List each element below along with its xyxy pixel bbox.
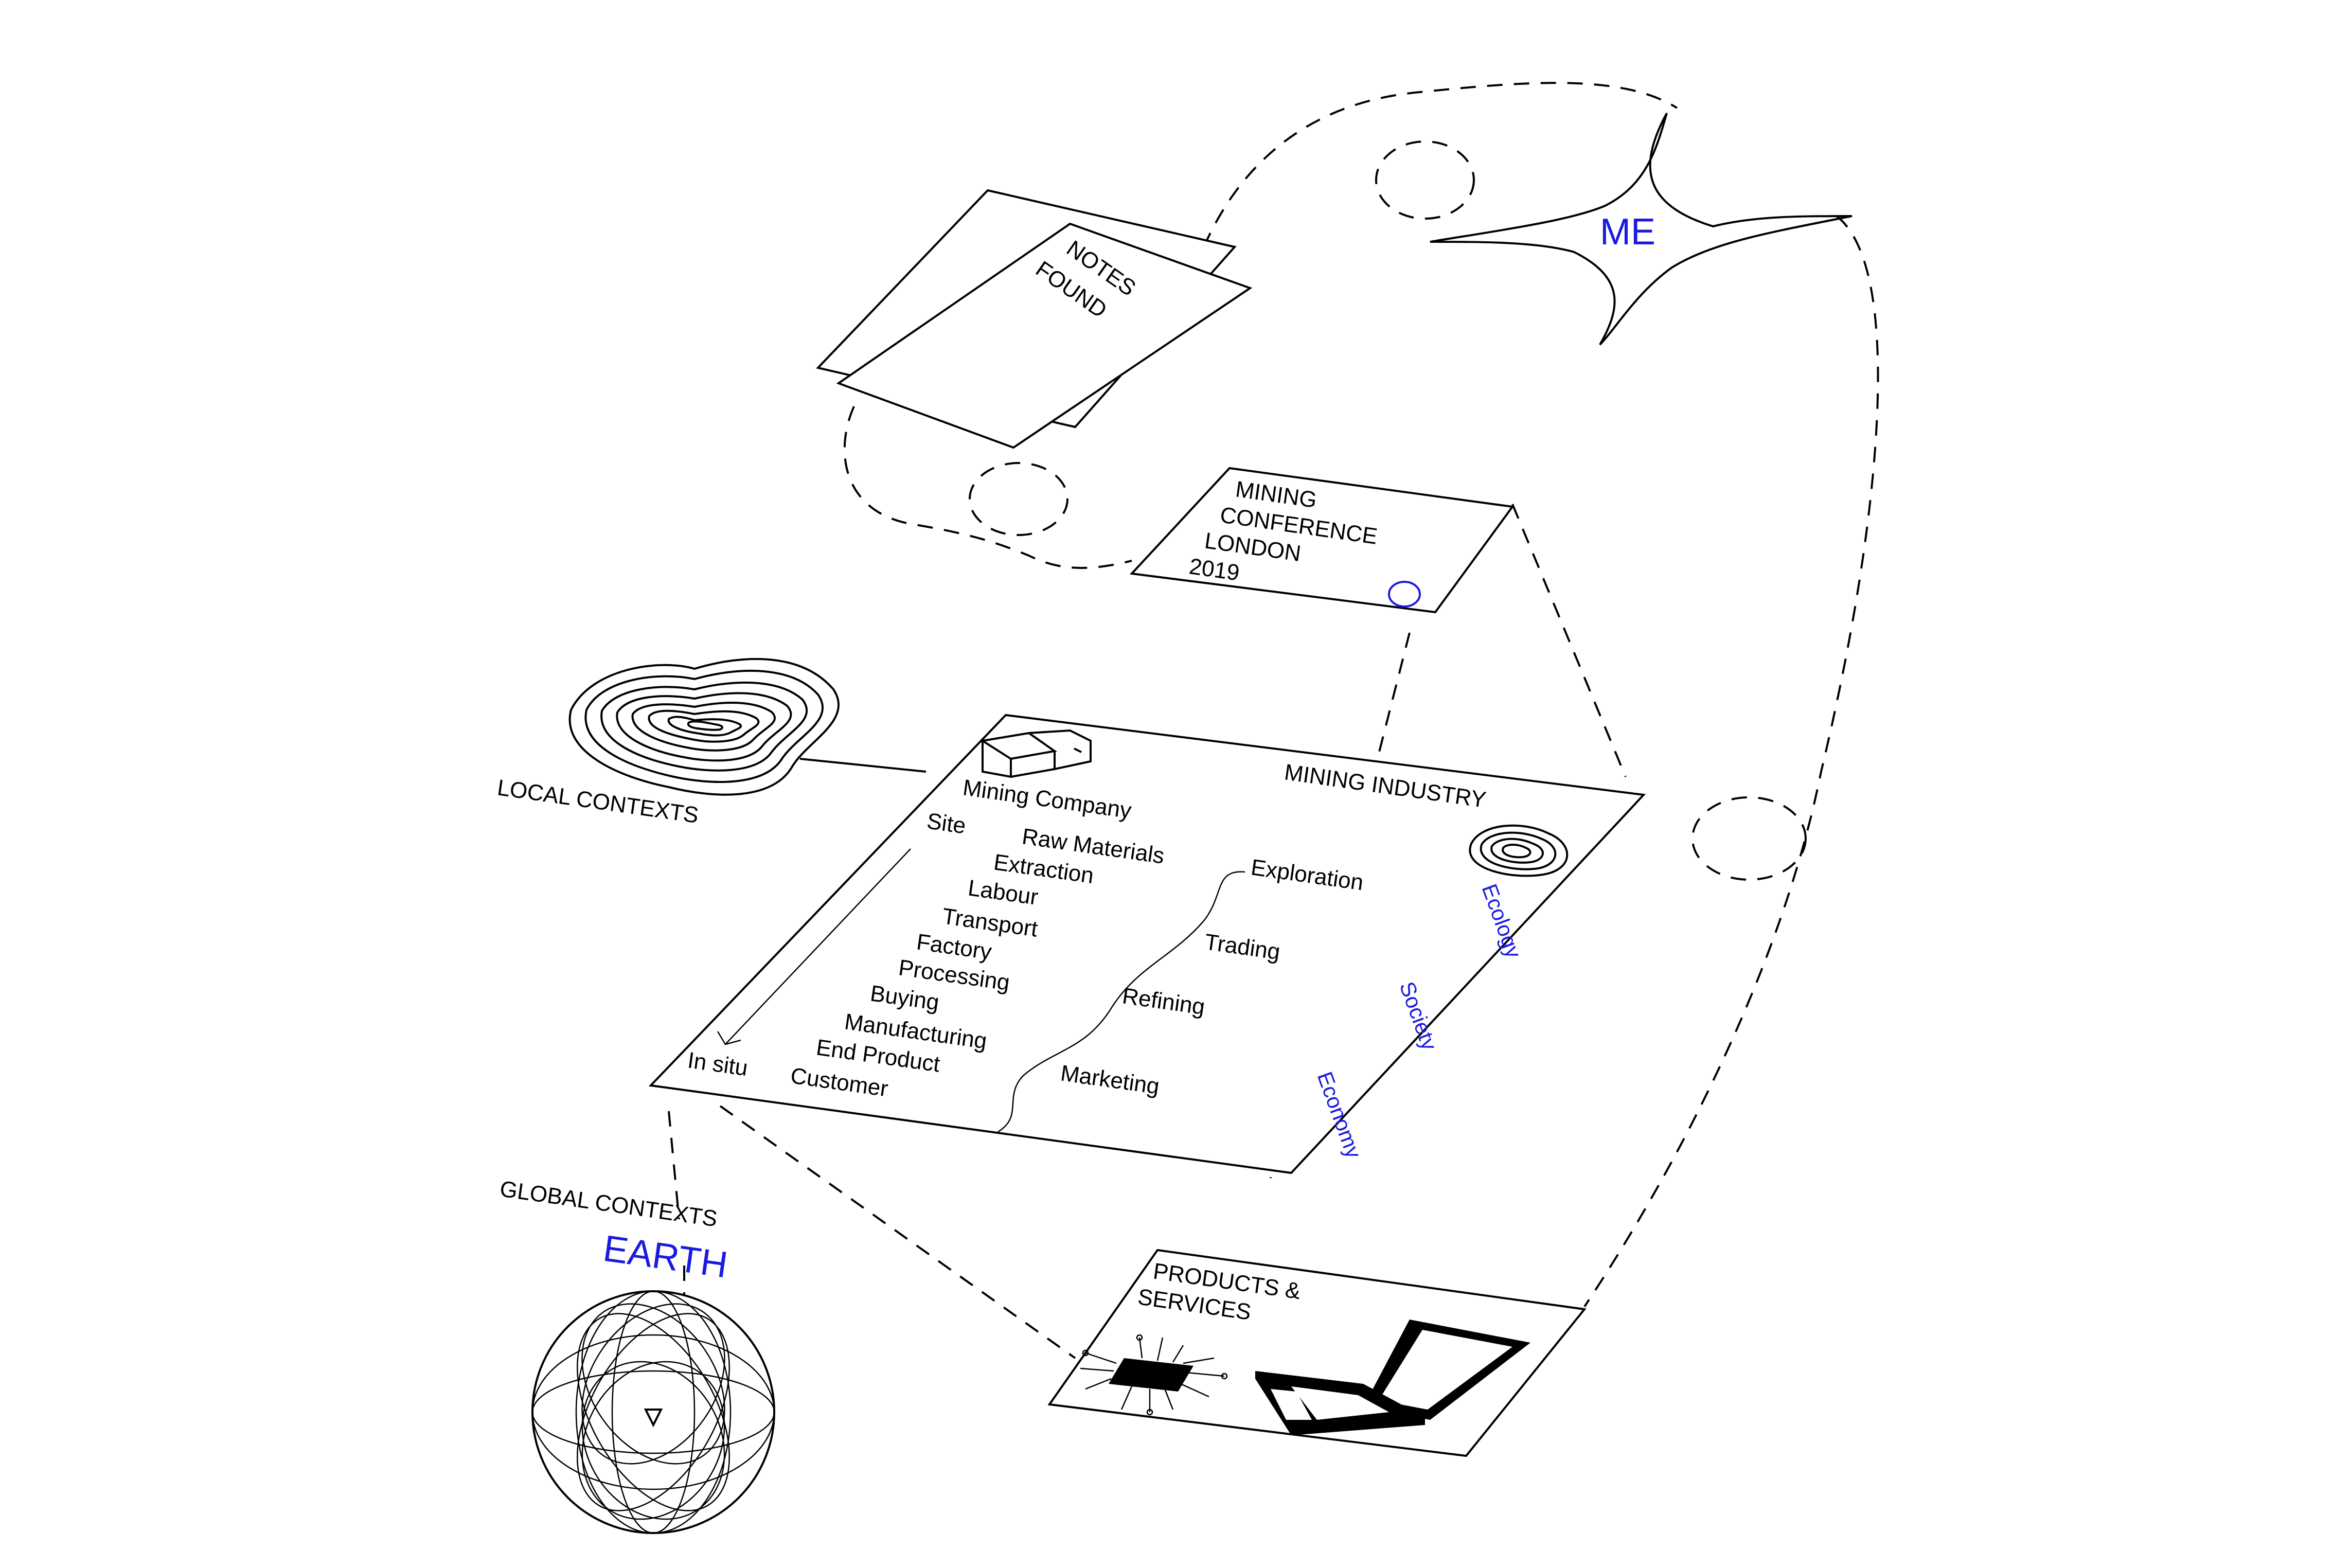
connector-conference-industry-2: [1511, 504, 1627, 777]
wavy-divider: [997, 871, 1245, 1133]
global-contexts-node: GLOBAL CONTEXTS EARTH: [498, 1176, 775, 1534]
chain-site: Site: [925, 808, 968, 839]
connector-me-right-loop: [1583, 215, 1879, 1308]
microchip-icon: [1080, 1334, 1228, 1416]
earth-label: EARTH: [601, 1228, 730, 1286]
arrow-head: [717, 1031, 741, 1045]
loop-circle-top: [1375, 140, 1475, 220]
connector-local-industry: [799, 758, 926, 773]
me-node: ME: [1430, 113, 1852, 346]
conference-node: MINING CONFERENCE LONDON 2019: [1129, 467, 1514, 614]
connector-notes-conference: [843, 406, 1132, 569]
document-icon: [836, 222, 1253, 449]
notes-found-node: NOTES FOUND: [816, 189, 1253, 449]
connector-notes-me: [1203, 82, 1678, 247]
loop-circle-left: [969, 462, 1068, 536]
mining-industry-node: MINING INDUSTRY Mining Company Site Raw …: [648, 714, 1646, 1174]
local-contexts-label: LOCAL CONTEXTS: [496, 775, 700, 828]
star-icon: [1430, 113, 1852, 346]
laptop-icon: [1255, 1320, 1530, 1435]
buildings-icon: [979, 729, 1092, 778]
connector-industry-globe: [668, 1111, 680, 1220]
contour-map-icon: [568, 657, 840, 796]
loop-circle-right: [1691, 796, 1807, 881]
conference-sheet: [1129, 467, 1514, 614]
products-services-node: PRODUCTS & SERVICES: [1047, 1249, 1587, 1457]
industry-sheet: [648, 714, 1646, 1174]
local-contexts-node: LOCAL CONTEXTS: [496, 657, 926, 828]
connector-industry-products: [719, 1105, 1076, 1359]
me-label: ME: [1600, 211, 1655, 253]
arrow-site-to-in-situ: [725, 848, 911, 1045]
globe-icon: [531, 1290, 775, 1534]
contour-map-icon-small: [1469, 824, 1569, 877]
global-contexts-label: GLOBAL CONTEXTS: [498, 1176, 719, 1232]
circle-icon: [1388, 581, 1421, 608]
